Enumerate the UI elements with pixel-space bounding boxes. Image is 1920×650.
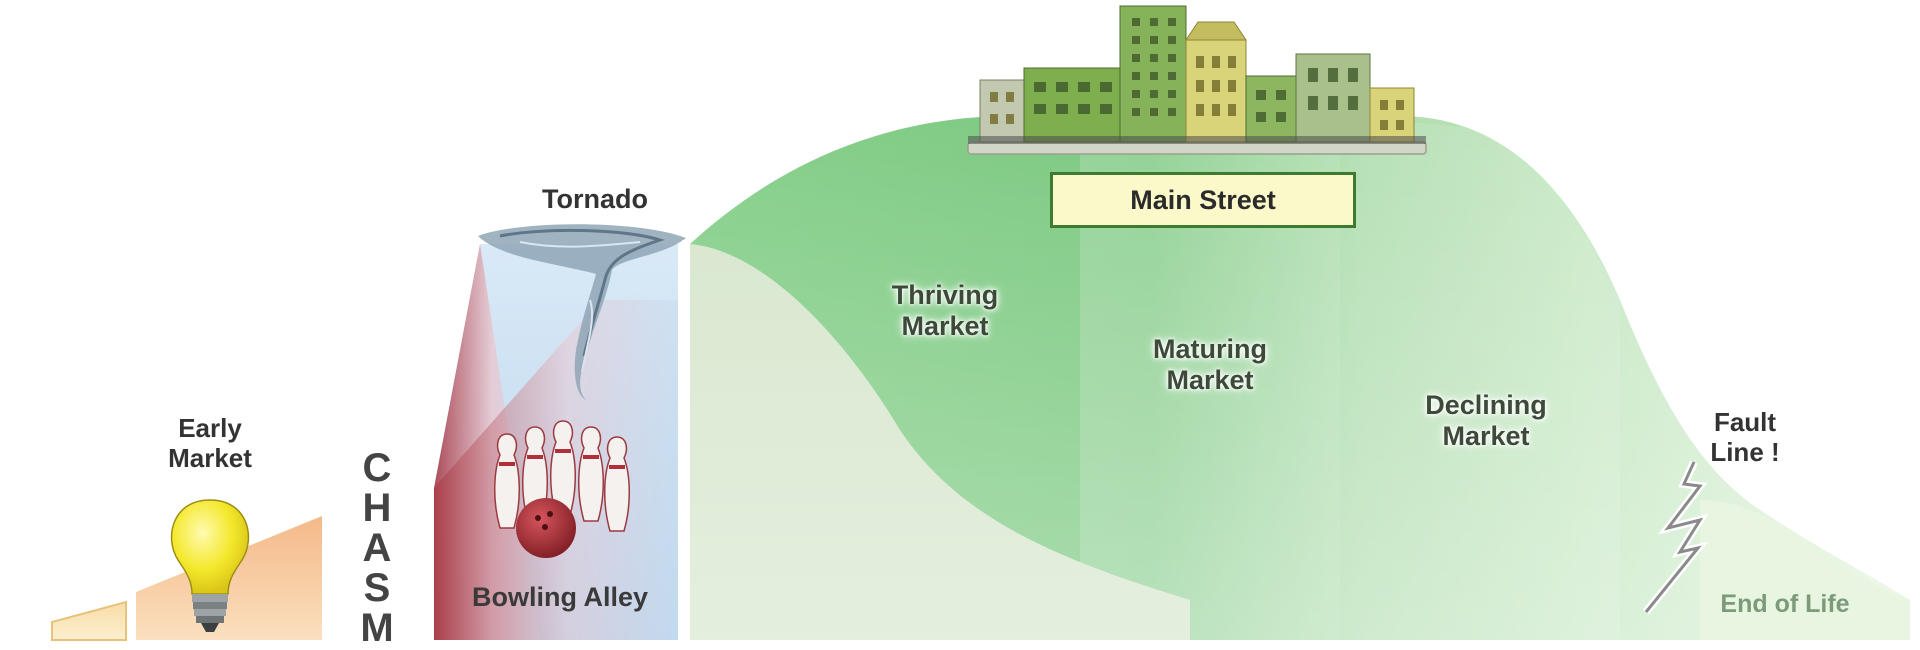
chasm-label: C H A S M — [352, 448, 402, 648]
early-market-label: Early Market — [168, 413, 252, 473]
declining-market-label: Declining Market — [1425, 390, 1547, 452]
chasm-letter: H — [362, 486, 392, 530]
fault-line-label: Fault Line ! — [1710, 407, 1780, 467]
bowling-alley-label: Bowling Alley — [471, 582, 648, 612]
chasm-letter: A — [362, 526, 392, 570]
main-street-label: Main Street — [1050, 172, 1356, 228]
bowling-pins-icon — [493, 420, 631, 558]
tornado-label: Tornado — [542, 184, 648, 214]
tornado-icon — [478, 224, 686, 400]
thriving-market-label: Thriving Market — [891, 280, 999, 342]
city-buildings-icon — [967, 5, 1427, 155]
chasm-letter: S — [363, 566, 391, 610]
lightning-fault-icon — [1642, 460, 1709, 615]
light-bulb-icon — [170, 499, 250, 632]
end-of-life-label: End of Life — [1720, 590, 1850, 618]
market-hill — [682, 116, 1910, 640]
chasm-letter: M — [360, 606, 394, 650]
maturing-market-label: Maturing Market — [1153, 334, 1267, 396]
chasm-letter: C — [362, 446, 392, 490]
